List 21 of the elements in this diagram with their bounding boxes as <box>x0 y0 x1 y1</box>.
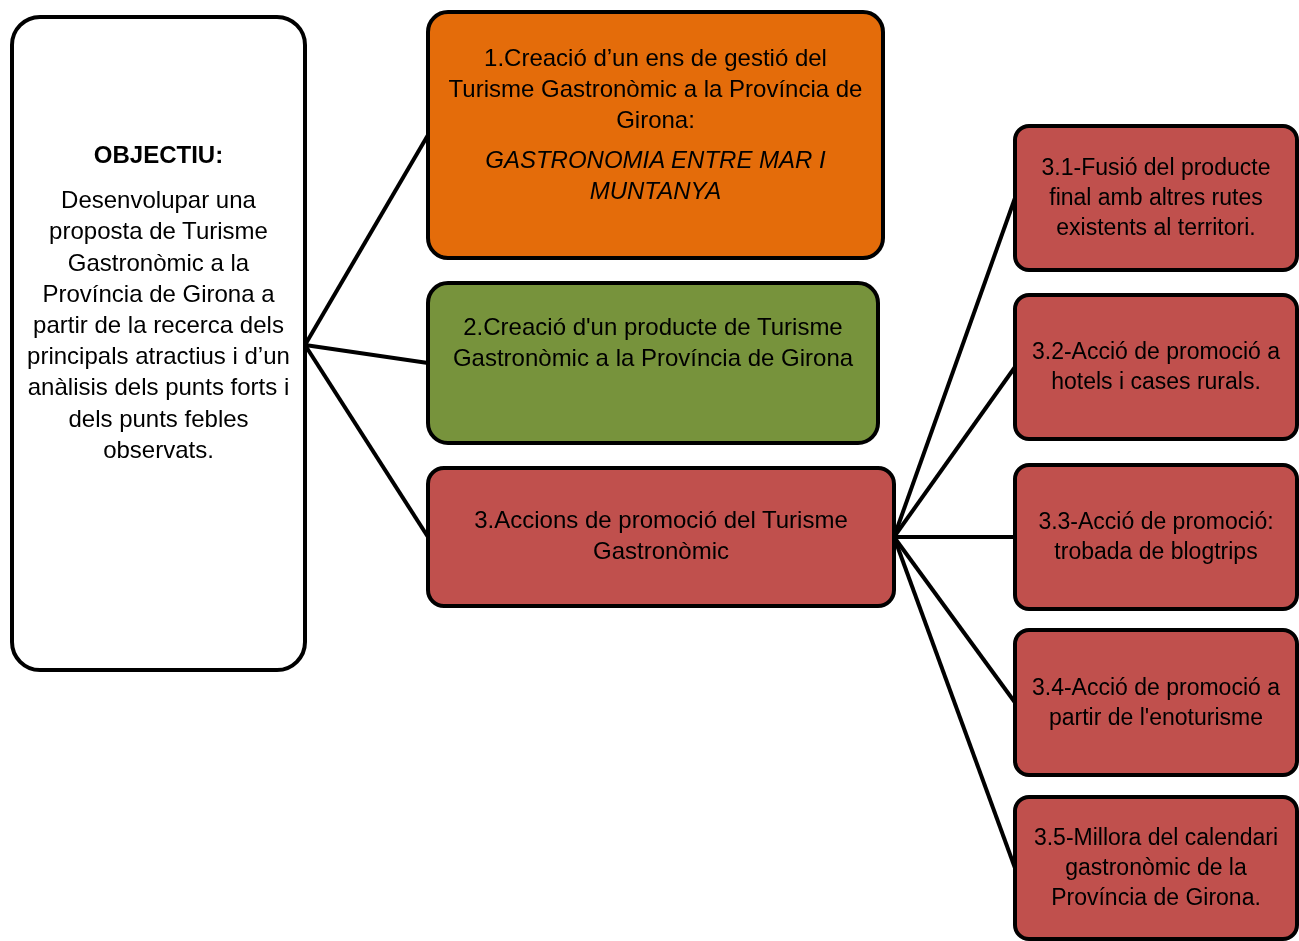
box-text: Desenvolupar una proposta de Turisme Gastronòmic a la Província de Girona a partir de la recerca dels principals atractius i d’un anàlisis dels punts forts i dels punts febles observats. <box>26 185 291 465</box>
action-box <box>426 281 880 445</box>
connector-line <box>894 535 1015 539</box>
box-heading: OBJECTIU: <box>93 140 224 170</box>
action-box <box>1013 463 1299 611</box>
box-text: 3.4-Acció de promoció a partir de l'enoturisme <box>1031 672 1281 732</box>
box-heading: 1.Creació d’un ens de gestió del Turisme Gastronòmic a la Província de Girona: <box>447 43 864 136</box>
box-text: GASTRONOMIA ENTRE MAR I MUNTANYA <box>484 144 827 206</box>
box-text: 3.Accions de promoció del Turisme Gastronòmic <box>473 505 849 567</box>
box-text: 3.3-Acció de promoció: trobada de blogtrips <box>1037 507 1275 566</box>
box-text: 3.2-Acció de promoció a hotels i cases rurals. <box>1031 337 1281 396</box>
box-text: 3.1-Fusió del producte final amb altres rutes existents al territori. <box>1040 153 1272 242</box>
action-box <box>426 466 896 608</box>
action-box <box>1013 124 1299 272</box>
box-text: 3.5-Millora del calendari gastronòmic de la Província de Girona. <box>1032 823 1280 912</box>
action-box <box>1013 293 1299 441</box>
action-box <box>426 10 885 260</box>
box-text: 2.Creació d'un producte de Turisme Gastronòmic a la Província de Girona <box>451 312 855 374</box>
action-box <box>1013 628 1299 777</box>
objective-box <box>10 15 307 672</box>
action-box <box>1013 795 1299 941</box>
